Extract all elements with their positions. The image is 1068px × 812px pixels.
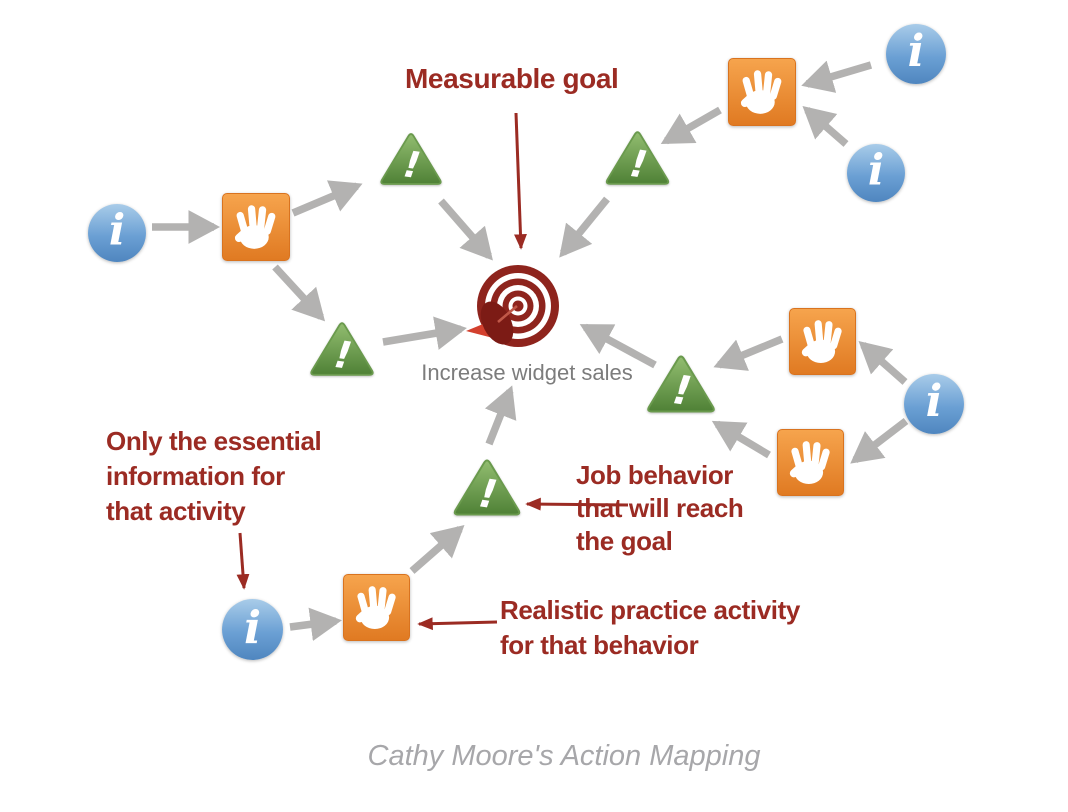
flow-arrow — [858, 341, 908, 385]
letter-i-glyph: i — [243, 601, 262, 654]
behavior-icon: ! — [602, 128, 673, 188]
warning-triangle-glyph: ! — [605, 131, 670, 187]
dart-icon — [466, 301, 518, 345]
annotation-arrow — [417, 617, 498, 631]
annotation-measurable-goal: Measurable goal — [405, 63, 619, 94]
warning-triangle-glyph: ! — [647, 355, 715, 415]
flow-arrow — [484, 385, 517, 446]
flow-arrow — [711, 420, 771, 459]
behavior-icon: ! — [645, 352, 717, 416]
hand-glyph — [801, 320, 842, 363]
warning-triangle-glyph: ! — [310, 322, 374, 378]
behavior-icon: ! — [377, 130, 445, 188]
flow-arrow — [850, 418, 909, 464]
annotation-arrow — [236, 532, 250, 590]
svg-text:!: ! — [332, 332, 355, 378]
flow-arrow — [289, 607, 342, 642]
behavior-icon: ! — [451, 456, 523, 519]
diagram-caption: Cathy Moore's Action Mapping — [367, 740, 761, 772]
annotation-job-behavior: Job behavior that will reach the goal — [576, 460, 744, 556]
annotation-arrow — [514, 112, 527, 250]
info-icon: i — [847, 144, 905, 202]
goal-target-icon — [466, 265, 559, 347]
info-icon: i — [886, 24, 946, 84]
svg-text:!: ! — [627, 141, 650, 187]
hand-glyph — [740, 70, 782, 114]
practice-activity-icon — [789, 308, 856, 375]
practice-activity-icon — [343, 574, 410, 641]
hand-glyph — [234, 205, 276, 249]
practice-activity-icon — [222, 193, 290, 261]
practice-activity-icon — [777, 429, 844, 496]
flow-arrow — [660, 106, 722, 145]
flow-arrow — [801, 60, 873, 93]
letter-i-glyph: i — [925, 376, 943, 427]
flow-arrow — [382, 316, 467, 350]
info-icon: i — [88, 204, 146, 262]
svg-text:!: ! — [401, 142, 423, 187]
letter-i-glyph: i — [108, 205, 126, 256]
practice-activity-icon — [728, 58, 796, 126]
letter-i-glyph: i — [907, 26, 925, 77]
hand-glyph — [355, 586, 396, 629]
flow-arrow — [713, 335, 784, 371]
annotation-realistic-practice: Realistic practice activity for that beh… — [500, 595, 800, 660]
flow-arrow — [559, 196, 610, 258]
annotation-only-essential-info: Only the essential information for that … — [106, 426, 322, 526]
hand-glyph — [789, 441, 830, 484]
info-icon: i — [222, 599, 283, 660]
warning-triangle-glyph: ! — [453, 459, 521, 518]
behavior-icon: ! — [307, 319, 377, 379]
info-icon: i — [904, 374, 964, 434]
goal-label: Increase widget sales — [421, 360, 633, 385]
flow-arrow — [409, 525, 465, 574]
flow-arrow — [802, 106, 849, 147]
flow-arrow — [272, 264, 326, 322]
warning-triangle-glyph: ! — [380, 133, 442, 187]
flow-arrow — [291, 180, 363, 217]
letter-i-glyph: i — [867, 145, 885, 196]
